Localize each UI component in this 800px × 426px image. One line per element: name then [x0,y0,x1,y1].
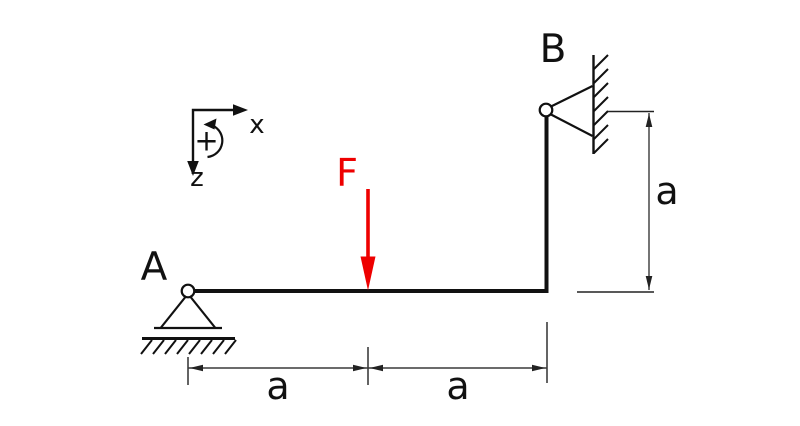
support-b [538,54,609,154]
support-b-triangle-upper [550,85,593,108]
beam [190,116,549,293]
dim-label-height-right: a [655,169,678,213]
dimension-bottom: a a [187,322,548,408]
support-b-label: B [540,27,567,72]
dim-arrow-right-end-icon [532,364,546,372]
pin-b-icon [538,102,554,118]
x-axis-arrow-icon [233,104,248,116]
support-a-triangle-right [189,295,216,329]
dim-arrow-mid-right-icon [369,364,383,372]
rotation-arc-arrow-icon [203,118,217,130]
dim-label-span-left: a [266,364,289,408]
support-b-triangle-lower [550,113,594,137]
force-f: F [336,151,376,291]
force-arrowhead-icon [360,256,376,291]
dim-arrow-up-icon [645,113,653,127]
wall-hatching-icon [593,54,609,154]
dimension-right: a [577,110,679,293]
dim-arrow-down-icon [645,276,653,290]
z-axis-arrow-icon [187,161,199,176]
positive-rotation-arc-icon [207,124,224,159]
dim-arrow-left-end-icon [189,364,203,372]
support-a-label: A [141,245,168,290]
dim-arrow-mid-left-icon [353,364,367,372]
coordinate-frame: x z + [187,104,265,193]
support-a-triangle-left [160,295,187,329]
force-label: F [336,151,358,195]
beam-path [190,116,549,293]
pin-a-icon [180,283,196,299]
support-a [140,283,237,355]
axis-x-label: x [249,110,264,140]
axis-z-label: z [190,163,204,193]
rotation-plus-sign: + [194,124,218,158]
dim-label-span-right: a [446,364,469,408]
ground-hatching-icon [140,339,237,355]
coordinate-axes-lines [191,108,235,167]
